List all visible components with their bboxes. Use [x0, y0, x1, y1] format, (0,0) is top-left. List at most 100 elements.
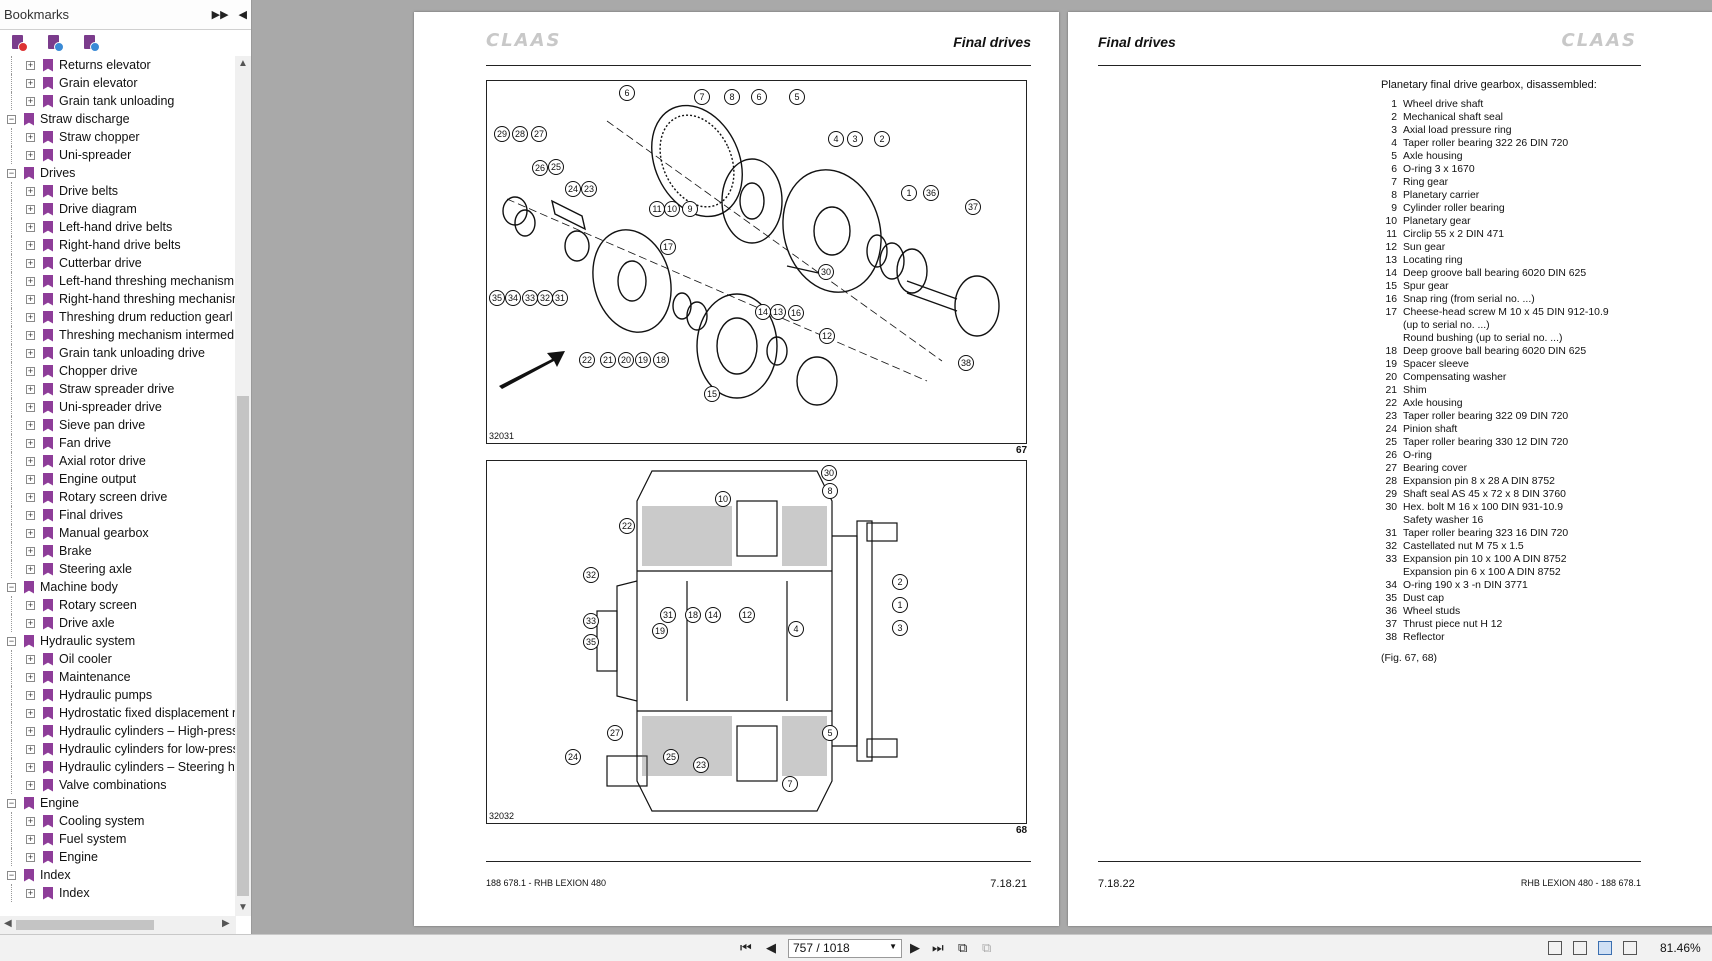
bookmark-item[interactable]: −Engine [0, 794, 236, 812]
collapse-icon[interactable]: − [7, 581, 16, 592]
bookmark-item[interactable]: +Hydrostatic fixed displacement r [0, 704, 236, 722]
bookmark-item[interactable]: +Final drives [0, 506, 236, 524]
bookmark-item[interactable]: +Drive axle [0, 614, 236, 632]
bookmark-item[interactable]: +Valve combinations [0, 776, 236, 794]
expand-icon[interactable]: + [26, 275, 35, 286]
bookmark-item[interactable]: +Hydraulic pumps [0, 686, 236, 704]
collapse-icon[interactable]: − [7, 167, 16, 178]
expand-icon[interactable]: + [26, 419, 35, 430]
expand-icon[interactable]: + [26, 779, 35, 790]
scroll-up-icon[interactable]: ▲ [238, 58, 248, 69]
scroll-thumb[interactable] [237, 396, 249, 896]
bookmark-item[interactable]: +Left-hand drive belts [0, 218, 236, 236]
bookmark-item[interactable]: +Uni-spreader drive [0, 398, 236, 416]
bookmark-item[interactable]: −Straw discharge [0, 110, 236, 128]
expand-icon[interactable]: + [26, 527, 35, 538]
collapse-panel-icon[interactable]: ◀ [238, 9, 247, 21]
bookmark-item[interactable]: +Hydraulic cylinders for low-press [0, 740, 236, 758]
collapse-icon[interactable]: − [7, 869, 16, 880]
bookmark-item[interactable]: +Grain tank unloading [0, 92, 236, 110]
collapse-icon[interactable]: − [7, 797, 16, 808]
bookmark-item[interactable]: +Fuel system [0, 830, 236, 848]
bookmark-item[interactable]: +Drive belts [0, 182, 236, 200]
collapse-icon[interactable]: − [7, 635, 16, 646]
bookmark-item[interactable]: +Grain elevator [0, 74, 236, 92]
bookmark-item[interactable]: +Engine [0, 848, 236, 866]
bookmark-item[interactable]: +Right-hand drive belts [0, 236, 236, 254]
two-page-view-icon[interactable] [1598, 941, 1612, 955]
bookmark-item[interactable]: −Index [0, 866, 236, 884]
continuous-view-icon[interactable] [1573, 941, 1587, 955]
bookmark-item[interactable]: +Straw chopper [0, 128, 236, 146]
bookmark-item[interactable]: +Grain tank unloading drive [0, 344, 236, 362]
bookmark-item[interactable]: +Rotary screen [0, 596, 236, 614]
scroll-down-icon[interactable]: ▼ [238, 902, 248, 913]
expand-icon[interactable]: + [26, 311, 35, 322]
delete-bookmark-icon[interactable] [10, 34, 28, 52]
expand-icon[interactable]: + [26, 149, 35, 160]
expand-icon[interactable]: + [26, 383, 35, 394]
expand-icon[interactable]: + [26, 131, 35, 142]
expand-icon[interactable]: + [26, 851, 35, 862]
expand-icon[interactable]: + [26, 725, 35, 736]
scroll-right-icon[interactable]: ▶ [222, 918, 230, 929]
next-page-icon[interactable]: ▶ [910, 940, 920, 955]
bookmarks-horizontal-scrollbar[interactable]: ◀ ▶ [0, 916, 236, 934]
bookmark-item[interactable]: +Returns elevator [0, 56, 236, 74]
expand-icon[interactable]: + [26, 77, 35, 88]
expand-icon[interactable]: + [26, 887, 35, 898]
bookmark-item[interactable]: +Threshing mechanism intermed [0, 326, 236, 344]
collapse-icon[interactable]: − [7, 113, 16, 124]
expand-icon[interactable]: + [26, 761, 35, 772]
bookmark-item[interactable]: +Manual gearbox [0, 524, 236, 542]
expand-icon[interactable]: + [26, 365, 35, 376]
expand-icon[interactable]: + [26, 59, 35, 70]
expand-icon[interactable]: + [26, 203, 35, 214]
expand-icon[interactable]: + [26, 293, 35, 304]
bookmark-item[interactable]: +Threshing drum reduction gearl [0, 308, 236, 326]
expand-icon[interactable]: + [26, 671, 35, 682]
panel-options-icon[interactable]: ▶▶ [211, 9, 229, 21]
expand-icon[interactable]: + [26, 653, 35, 664]
expand-icon[interactable]: + [26, 707, 35, 718]
bookmark-item[interactable]: +Left-hand threshing mechanism [0, 272, 236, 290]
expand-icon[interactable]: + [26, 689, 35, 700]
bookmark-item[interactable]: +Maintenance [0, 668, 236, 686]
bookmark-item[interactable]: +Hydraulic cylinders – Steering hy [0, 758, 236, 776]
two-page-continuous-view-icon[interactable] [1623, 941, 1637, 955]
expand-icon[interactable]: + [26, 833, 35, 844]
bookmark-item[interactable]: −Machine body [0, 578, 236, 596]
previous-page-icon[interactable]: ◀ [766, 940, 776, 955]
expand-bookmark-icon[interactable] [82, 34, 100, 52]
find-bookmark-icon[interactable] [46, 34, 64, 52]
scroll-left-icon[interactable]: ◀ [4, 918, 12, 929]
expand-icon[interactable]: + [26, 743, 35, 754]
expand-icon[interactable]: + [26, 185, 35, 196]
first-page-icon[interactable]: ⏮ [740, 940, 752, 955]
bookmark-item[interactable]: +Drive diagram [0, 200, 236, 218]
bookmark-item[interactable]: +Hydraulic cylinders – High-pressu [0, 722, 236, 740]
page-number-field[interactable]: 757 / 1018 ▼ [788, 939, 902, 958]
expand-icon[interactable]: + [26, 239, 35, 250]
expand-icon[interactable]: + [26, 599, 35, 610]
expand-icon[interactable]: + [26, 473, 35, 484]
chevron-down-icon[interactable]: ▼ [889, 942, 897, 951]
expand-icon[interactable]: + [26, 347, 35, 358]
bookmark-item[interactable]: +Chopper drive [0, 362, 236, 380]
page-back-icon[interactable]: ⧉ [958, 940, 968, 955]
expand-icon[interactable]: + [26, 95, 35, 106]
bookmark-item[interactable]: +Cutterbar drive [0, 254, 236, 272]
zoom-level[interactable]: 81.46% [1660, 941, 1701, 955]
bookmark-item[interactable]: +Oil cooler [0, 650, 236, 668]
expand-icon[interactable]: + [26, 329, 35, 340]
bookmark-item[interactable]: +Fan drive [0, 434, 236, 452]
expand-icon[interactable]: + [26, 617, 35, 628]
bookmark-item[interactable]: +Rotary screen drive [0, 488, 236, 506]
bookmark-item[interactable]: +Brake [0, 542, 236, 560]
bookmark-item[interactable]: +Straw spreader drive [0, 380, 236, 398]
expand-icon[interactable]: + [26, 563, 35, 574]
bookmark-item[interactable]: +Uni-spreader [0, 146, 236, 164]
expand-icon[interactable]: + [26, 455, 35, 466]
expand-icon[interactable]: + [26, 491, 35, 502]
last-page-icon[interactable]: ⏭ [932, 940, 944, 955]
